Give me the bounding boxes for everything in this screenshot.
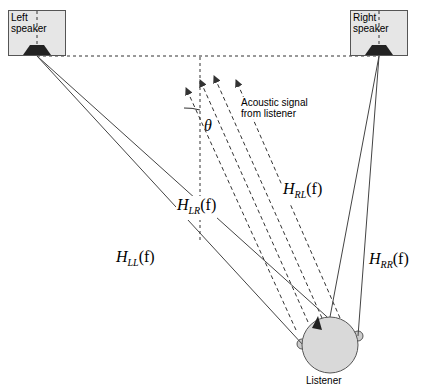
transfer-function-label: HRR(f) xyxy=(368,250,410,274)
signal-note: Acoustic signal from listener xyxy=(240,97,324,119)
speaker-label: Right speaker xyxy=(351,11,407,35)
transfer-path xyxy=(330,56,379,317)
listener-label: Listener xyxy=(306,375,342,386)
transfer-function-label: HLL(f) xyxy=(115,248,156,272)
transfer-function-label: HRL(f) xyxy=(282,180,323,204)
angle-symbol: θ xyxy=(203,117,213,135)
speaker-label: Left speaker xyxy=(9,11,65,35)
listener-head: Listener xyxy=(302,317,358,373)
transfer-path xyxy=(358,56,379,336)
transfer-path xyxy=(37,56,327,317)
speaker-box: Left speaker xyxy=(8,10,66,56)
transfer-function-label: HLR(f) xyxy=(176,196,217,220)
speaker-box: Right speaker xyxy=(350,10,408,56)
